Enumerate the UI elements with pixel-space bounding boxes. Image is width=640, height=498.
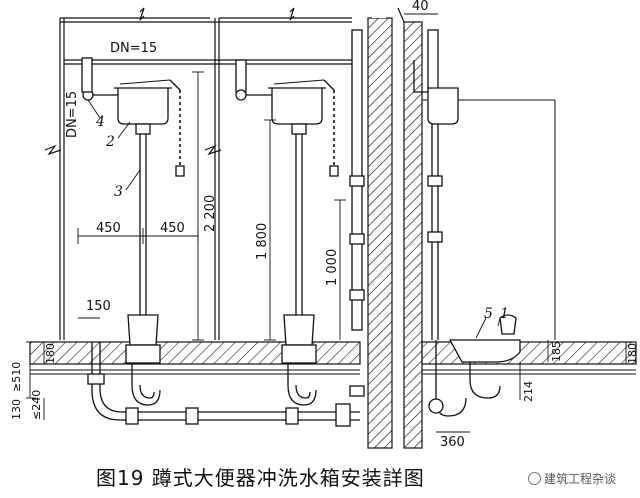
watermark-text: 建筑工程杂谈 xyxy=(544,472,617,486)
dim-max-240: ≤240 xyxy=(30,390,43,420)
dim-trap-360: 360 xyxy=(440,435,465,450)
dim-min-depth: ≥510 xyxy=(10,362,23,392)
side-elevation xyxy=(413,29,521,417)
partition-mid xyxy=(210,7,352,340)
dim-depth-130: 130 xyxy=(10,399,23,420)
part-number-5: 5 xyxy=(484,306,493,322)
side-wall xyxy=(397,7,556,449)
dim-top-offset: 40 xyxy=(412,0,429,14)
part-number-4: 4 xyxy=(95,114,105,130)
pipe-size-label-horizontal: DN=15 xyxy=(110,41,157,56)
break-marks xyxy=(44,144,222,156)
tank-assembly-middle xyxy=(235,59,339,406)
figure-caption: 图19 蹲式大便器冲洗水箱安装詳图 xyxy=(96,466,425,490)
supply-pipe-horizontal xyxy=(64,59,352,65)
supply-riser xyxy=(349,29,365,397)
dim-step-right: 180 xyxy=(626,343,639,364)
dim-height-mid: 1 800 xyxy=(255,223,270,260)
dim-step-185: 185 xyxy=(550,341,563,362)
leader-lines xyxy=(87,99,501,339)
structural-wall xyxy=(367,2,393,449)
part-number-3: 3 xyxy=(114,184,123,200)
pipe-size-label-vertical: DN=15 xyxy=(65,91,80,138)
floor-slab-left xyxy=(29,341,361,375)
tank-assembly-left xyxy=(81,57,185,406)
part-number-2: 2 xyxy=(105,134,115,150)
dim-spacing-left: 450 xyxy=(96,221,121,236)
dim-step-left: 180 xyxy=(44,343,57,364)
watermark: 建筑工程杂谈 xyxy=(528,470,616,487)
watermark-icon xyxy=(528,472,541,485)
dim-height-short: 1 000 xyxy=(325,249,340,286)
dim-spacing-right: 450 xyxy=(160,221,185,236)
dim-depth-214: 214 xyxy=(522,381,535,402)
dimension-lines xyxy=(26,13,627,433)
part-number-1: 1 xyxy=(500,306,509,322)
dim-pipe-offset: 150 xyxy=(86,299,111,314)
dim-height-tank: 2 200 xyxy=(203,195,218,232)
partition-left xyxy=(59,7,210,340)
drain-pipe xyxy=(87,342,360,427)
